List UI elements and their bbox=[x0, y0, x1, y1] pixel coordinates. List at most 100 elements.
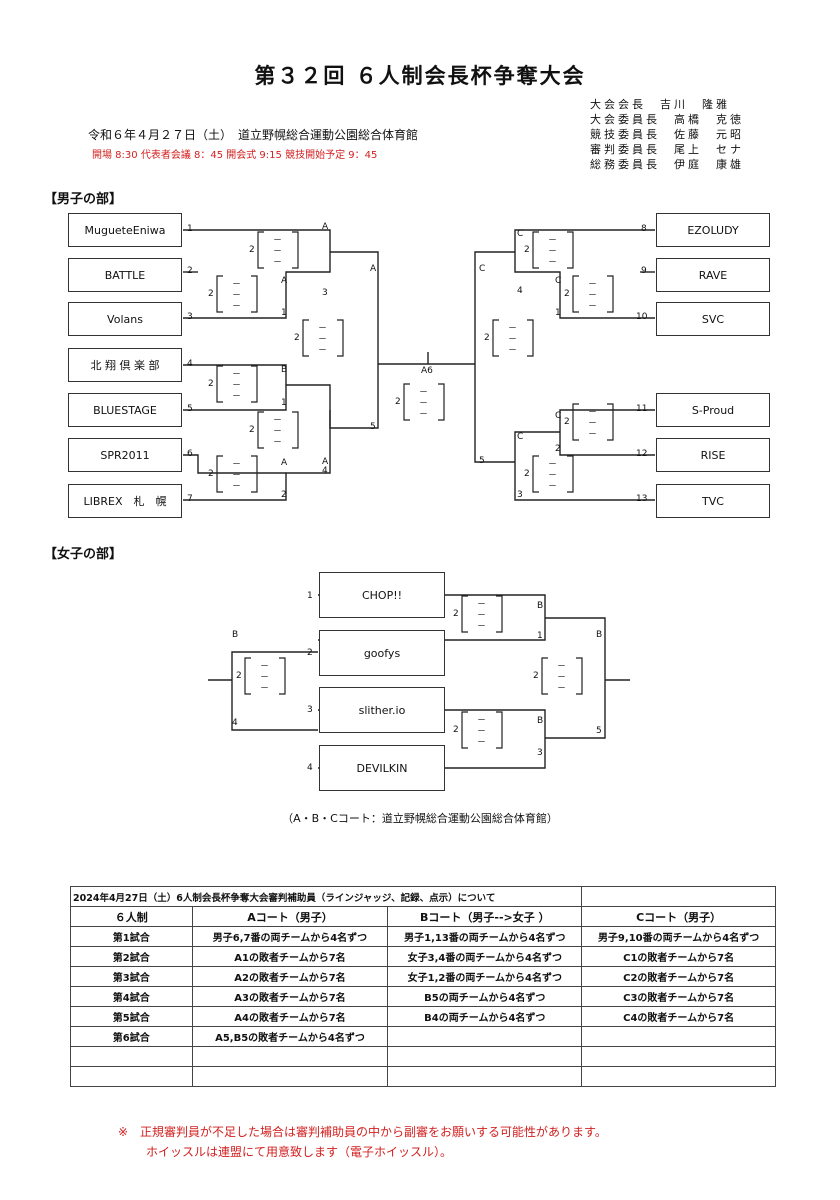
score-dash: － bbox=[548, 482, 558, 492]
score-dash: － bbox=[477, 600, 487, 610]
team-box: RAVE bbox=[656, 258, 770, 292]
seed-number: 5 bbox=[187, 404, 193, 414]
match-number: 5 bbox=[370, 422, 376, 432]
score-dash: － bbox=[548, 236, 558, 246]
set-count: 2 bbox=[564, 417, 570, 427]
score-dash: － bbox=[232, 381, 242, 391]
table-cell bbox=[387, 1026, 583, 1047]
court-label: A bbox=[322, 222, 329, 232]
score-dash: － bbox=[477, 727, 487, 737]
score-bracket bbox=[302, 319, 344, 357]
match-number: 3 bbox=[517, 490, 523, 500]
score-dash: － bbox=[260, 684, 270, 694]
court-label: C bbox=[555, 411, 562, 421]
score-dash: － bbox=[232, 280, 242, 290]
table-header: Bコート（男子-->女子 ） bbox=[387, 906, 583, 927]
set-count: 2 bbox=[249, 425, 255, 435]
set-count: 2 bbox=[533, 671, 539, 681]
match-number: 5 bbox=[596, 726, 602, 736]
match-number: 5 bbox=[479, 456, 485, 466]
final-label: A6 bbox=[421, 366, 433, 376]
score-dash: － bbox=[508, 324, 518, 334]
team-box: LIBREX 札 幌 bbox=[68, 484, 182, 518]
notes: ※ 正規審判員が不足した場合は審判補助員の中から副審をお願いする可能性があります… bbox=[118, 1122, 607, 1162]
table-cell bbox=[581, 1046, 776, 1067]
score-bracket bbox=[244, 657, 286, 695]
team-box: CHOP!! bbox=[319, 572, 445, 618]
table-row: 第6試合 A5,B5の敗者チームから4名ずつ bbox=[70, 1026, 776, 1047]
table-cell: B5の両チームから4名ずつ bbox=[387, 986, 583, 1007]
set-count: 2 bbox=[453, 725, 459, 735]
table-row: 第2試合 A1の敗者チームから7名 女子3,4番の両チームから4名ずつ C1の敗… bbox=[70, 946, 776, 967]
score-dash: － bbox=[588, 291, 598, 301]
match-number: 4 bbox=[322, 466, 328, 476]
bracket-line bbox=[183, 229, 331, 319]
team-box: BLUESTAGE bbox=[68, 393, 182, 427]
bracket-line bbox=[545, 617, 606, 739]
table-cell bbox=[387, 1066, 583, 1087]
score-dash: － bbox=[419, 399, 429, 409]
match-number: 3 bbox=[322, 288, 328, 298]
team-box: BATTLE bbox=[68, 258, 182, 292]
team-box: RISE bbox=[656, 438, 770, 472]
table-cell: 第6試合 bbox=[70, 1026, 193, 1047]
score-bracket bbox=[216, 275, 258, 313]
court-label: C bbox=[555, 276, 562, 286]
match-number: 1 bbox=[281, 308, 287, 318]
court-label: B bbox=[281, 365, 288, 375]
score-dash: － bbox=[557, 662, 567, 672]
men-section-heading: 【男子の部】 bbox=[44, 192, 123, 207]
table-header: ６人制 bbox=[70, 906, 193, 927]
score-dash: － bbox=[273, 416, 283, 426]
score-dash: － bbox=[273, 258, 283, 268]
table-cell: 男子1,13番の両チームから4名ずつ bbox=[387, 926, 583, 947]
match-number: 1 bbox=[281, 398, 287, 408]
score-bracket bbox=[403, 383, 445, 421]
match-number: 3 bbox=[537, 748, 543, 758]
seed-number: 13 bbox=[636, 494, 648, 504]
score-dash: － bbox=[273, 427, 283, 437]
seed-number: 4 bbox=[307, 763, 313, 773]
score-bracket bbox=[532, 455, 574, 493]
team-box: goofys bbox=[319, 630, 445, 676]
table-cell: 女子1,2番の両チームから4名ずつ bbox=[387, 966, 583, 987]
seed-number: 2 bbox=[187, 266, 193, 276]
bracket-line bbox=[183, 251, 379, 429]
set-count: 2 bbox=[524, 469, 530, 479]
score-dash: － bbox=[477, 738, 487, 748]
table-cell: 第1試合 bbox=[70, 926, 193, 947]
bracket-line bbox=[474, 251, 515, 463]
team-box: MugueteEniwa bbox=[68, 213, 182, 247]
table-cell bbox=[581, 1026, 776, 1047]
score-bracket bbox=[257, 231, 299, 269]
match-number: 4 bbox=[232, 718, 238, 728]
official-referee: 審判委員長 尾上 セナ bbox=[590, 143, 744, 156]
official-chair: 大会委員長 高橋 克徳 bbox=[590, 113, 744, 126]
bracket-line bbox=[514, 431, 655, 501]
table-caption: 2024年4月27日（土）6人制会長杯争奪大会審判補助員（ラインジャッジ、記録、… bbox=[69, 886, 583, 907]
set-count: 2 bbox=[208, 379, 214, 389]
table-row: 第1試合 男子6,7番の両チームから4名ずつ 男子1,13番の両チームから4名ず… bbox=[70, 926, 776, 947]
score-bracket bbox=[572, 403, 614, 441]
score-dash: － bbox=[318, 324, 328, 334]
table-cell bbox=[191, 1046, 389, 1067]
table-row bbox=[70, 1066, 776, 1087]
bracket-line bbox=[514, 229, 655, 319]
score-dash: － bbox=[588, 419, 598, 429]
table-cell: 第4試合 bbox=[70, 986, 193, 1007]
score-bracket bbox=[572, 275, 614, 313]
table-cell bbox=[387, 1046, 583, 1067]
table-cell: 女子3,4番の両チームから4名ずつ bbox=[387, 946, 583, 967]
event-schedule: 開場 8:30 代表者会議 8：45 開会式 9:15 競技開始予定 9：45 bbox=[92, 150, 378, 161]
match-number: 2 bbox=[281, 490, 287, 500]
score-bracket bbox=[541, 657, 583, 695]
court-label: A bbox=[281, 276, 288, 286]
team-box: TVC bbox=[656, 484, 770, 518]
team-box: EZOLUDY bbox=[656, 213, 770, 247]
score-dash: － bbox=[548, 460, 558, 470]
score-dash: － bbox=[419, 388, 429, 398]
score-dash: － bbox=[588, 280, 598, 290]
table-cell bbox=[581, 886, 776, 907]
bracket-line bbox=[231, 651, 318, 731]
table-cell: A1の敗者チームから7名 bbox=[191, 946, 389, 967]
